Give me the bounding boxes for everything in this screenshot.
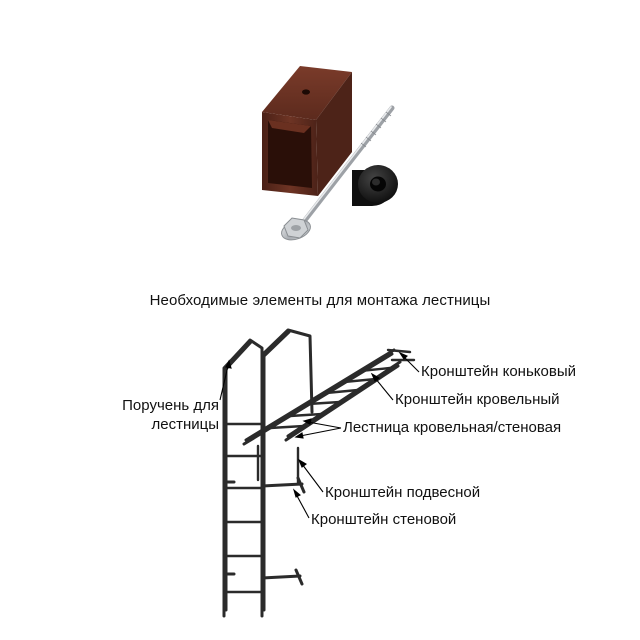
diagram-caption: Необходимые элементы для монтажа лестниц…	[149, 292, 491, 309]
label-wall-bracket: Кронштейн стеновой	[311, 511, 457, 528]
label-handrail: Поручень для лестницы	[98, 396, 219, 434]
label-hanging-bracket: Кронштейн подвесной	[325, 484, 481, 501]
leader-arrows	[219, 351, 420, 519]
label-handrail-line2: лестницы	[151, 416, 220, 433]
rubber-spacer-icon	[352, 165, 398, 206]
wall-ladder-rungs	[222, 422, 264, 594]
brown-bracket-icon	[262, 66, 352, 196]
label-handrail-line1: Поручень для	[122, 397, 219, 414]
label-roof-bracket: Кронштейн кровельный	[395, 391, 560, 408]
hanging-bracket-drawing	[256, 444, 300, 486]
bracket-kit-illustration	[262, 66, 398, 241]
ladder-base	[222, 608, 264, 618]
label-roof-wall-ladder: Лестница кровельная/стеновая	[343, 419, 562, 436]
handrail-right	[260, 328, 314, 612]
ladder-assembly-drawing	[222, 328, 416, 618]
label-ridge-bracket: Кронштейн коньковый	[421, 363, 576, 380]
handrail-left	[222, 338, 264, 612]
roof-ladder-rungs	[268, 366, 392, 430]
wall-bracket-drawing	[222, 476, 306, 586]
ridge-bracket-drawing	[386, 348, 416, 362]
bolt-icon	[281, 105, 395, 241]
